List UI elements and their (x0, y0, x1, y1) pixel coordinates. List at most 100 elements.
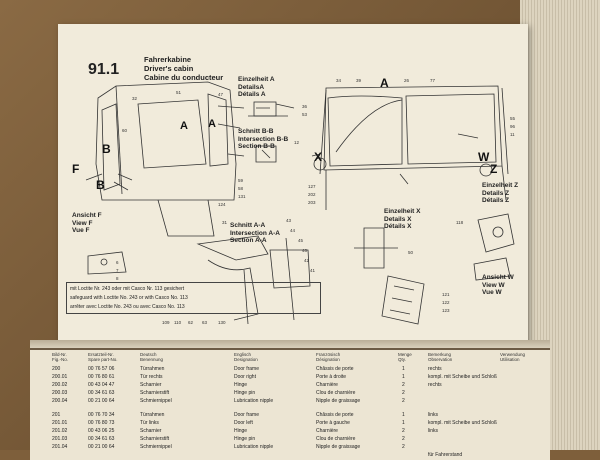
table-cell-qty: 2 (402, 436, 405, 442)
part-number: 63 (202, 320, 208, 325)
table-cell-fig: 200.03 (52, 390, 68, 396)
title-de: Fahrerkabine (144, 55, 192, 64)
table-cell-en: Door frame (234, 412, 260, 418)
view-marker-x: X (314, 150, 323, 164)
parts-list-page: Bild-Nr.Fig.-No. Ersatzteil-Nr.Spare par… (30, 348, 550, 460)
note-en: safeguard with Loctite No. 243 or with C… (70, 295, 188, 301)
part-number: 131 (238, 194, 246, 199)
part-number: 121 (442, 292, 450, 297)
part-number: 26 (404, 78, 410, 83)
table-cell-de: Türrahmen (140, 412, 165, 418)
table-cell-remark: für Fahrerstand (428, 452, 463, 458)
cabin-drawing (85, 81, 515, 325)
table-cell-fr: Charnière (316, 428, 338, 434)
part-number: 77 (430, 78, 436, 83)
table-cell-fr: Nipple de graissage (316, 398, 361, 404)
part-number: 39 (356, 78, 362, 83)
part-number: 50 (408, 250, 414, 255)
table-cell-en: Hinge pin (234, 436, 256, 442)
table-cell-fr: Charnière (316, 382, 338, 388)
part-number: 43 (286, 218, 292, 223)
table-cell-de: Tür rechts (140, 374, 163, 380)
table-cell-remark: rechts (428, 366, 442, 372)
part-number: 202 (308, 192, 316, 197)
table-cell-fr: Porte à gauche (316, 420, 350, 426)
part-number: 12 (294, 140, 300, 145)
table-cell-fig: 200 (52, 366, 61, 372)
view-marker-z: Z (490, 162, 498, 176)
table-cell-en: Door frame (234, 366, 260, 372)
part-number: 32 (132, 96, 138, 101)
table-cell-qty: 1 (402, 374, 405, 380)
part-number: 51 (176, 90, 182, 95)
table-cell-part: 00 76 57 06 (88, 366, 115, 372)
table-cell-de: Schmiernippel (140, 444, 172, 450)
part-number: 58 (238, 186, 244, 191)
table-cell-qty: 2 (402, 390, 405, 396)
table-cell-remark: links (428, 428, 439, 434)
table-cell-de: Scharnierstift (140, 390, 170, 396)
table-cell-en: Door right (234, 374, 256, 380)
table-cell-remark: rechts (428, 382, 442, 388)
part-number: 31 (222, 220, 228, 225)
view-marker-b1: B (102, 142, 111, 156)
table-cell-en: Hinge (234, 428, 248, 434)
table-cell-part: 00 21 00 64 (88, 444, 115, 450)
table-cell-fig: 201.02 (52, 428, 68, 434)
view-marker-b2: B (96, 178, 105, 192)
part-number: 45 (298, 238, 304, 243)
table-cell-fig: 201.01 (52, 420, 68, 426)
part-number: 6 (116, 260, 119, 265)
section-number: 91.1 (88, 61, 120, 78)
part-number: 96 (510, 124, 516, 129)
part-number: 203 (308, 200, 316, 205)
table-cell-part: 00 34 61 63 (88, 390, 115, 396)
view-marker-w: W (478, 150, 490, 164)
table-cell-de: Tür links (140, 420, 159, 426)
table-cell-part: 00 43 06 25 (88, 428, 115, 434)
part-number: 47 (218, 92, 224, 97)
note-de: mit Loctite Nr. 243 oder mit Casco Nr. 1… (70, 286, 185, 292)
catalog-page: 91.1 Fahrerkabine Driver's cabin Cabine … (58, 24, 528, 350)
part-number: 123 (442, 308, 450, 313)
title-fr: Cabine du conducteur (144, 73, 224, 82)
table-cell-qty: 1 (402, 420, 405, 426)
table-cell-fr: Clou de charnière (316, 390, 356, 396)
part-number: 130 (218, 320, 226, 325)
table-cell-de: Schmiernippel (140, 398, 172, 404)
part-number: 59 (238, 178, 244, 183)
table-row: für Fahrerstand (52, 452, 540, 460)
part-number: 34 (336, 78, 342, 83)
view-marker-a2: A (208, 118, 216, 130)
table-cell-fr: Porte à droite (316, 374, 347, 380)
table-cell-part: 00 21 00 64 (88, 398, 115, 404)
part-number: 118 (456, 220, 464, 225)
table-cell-fig: 201.03 (52, 436, 68, 442)
table-cell-en: Lubrication nipple (234, 444, 274, 450)
table-cell-fig: 200.04 (52, 398, 68, 404)
table-cell-fig: 201 (52, 412, 61, 418)
loctite-note-box: mit Loctite Nr. 243 oder mit Casco Nr. 1… (66, 282, 321, 314)
table-cell-qty: 2 (402, 382, 405, 388)
page-title: Fahrerkabine Driver's cabin Cabine du co… (144, 55, 223, 82)
header-ersatzteil: Ersatzteil-Nr.Spare part-No. (88, 352, 118, 362)
table-cell-part: 00 76 80 73 (88, 420, 115, 426)
view-marker-a3: A (380, 76, 389, 90)
